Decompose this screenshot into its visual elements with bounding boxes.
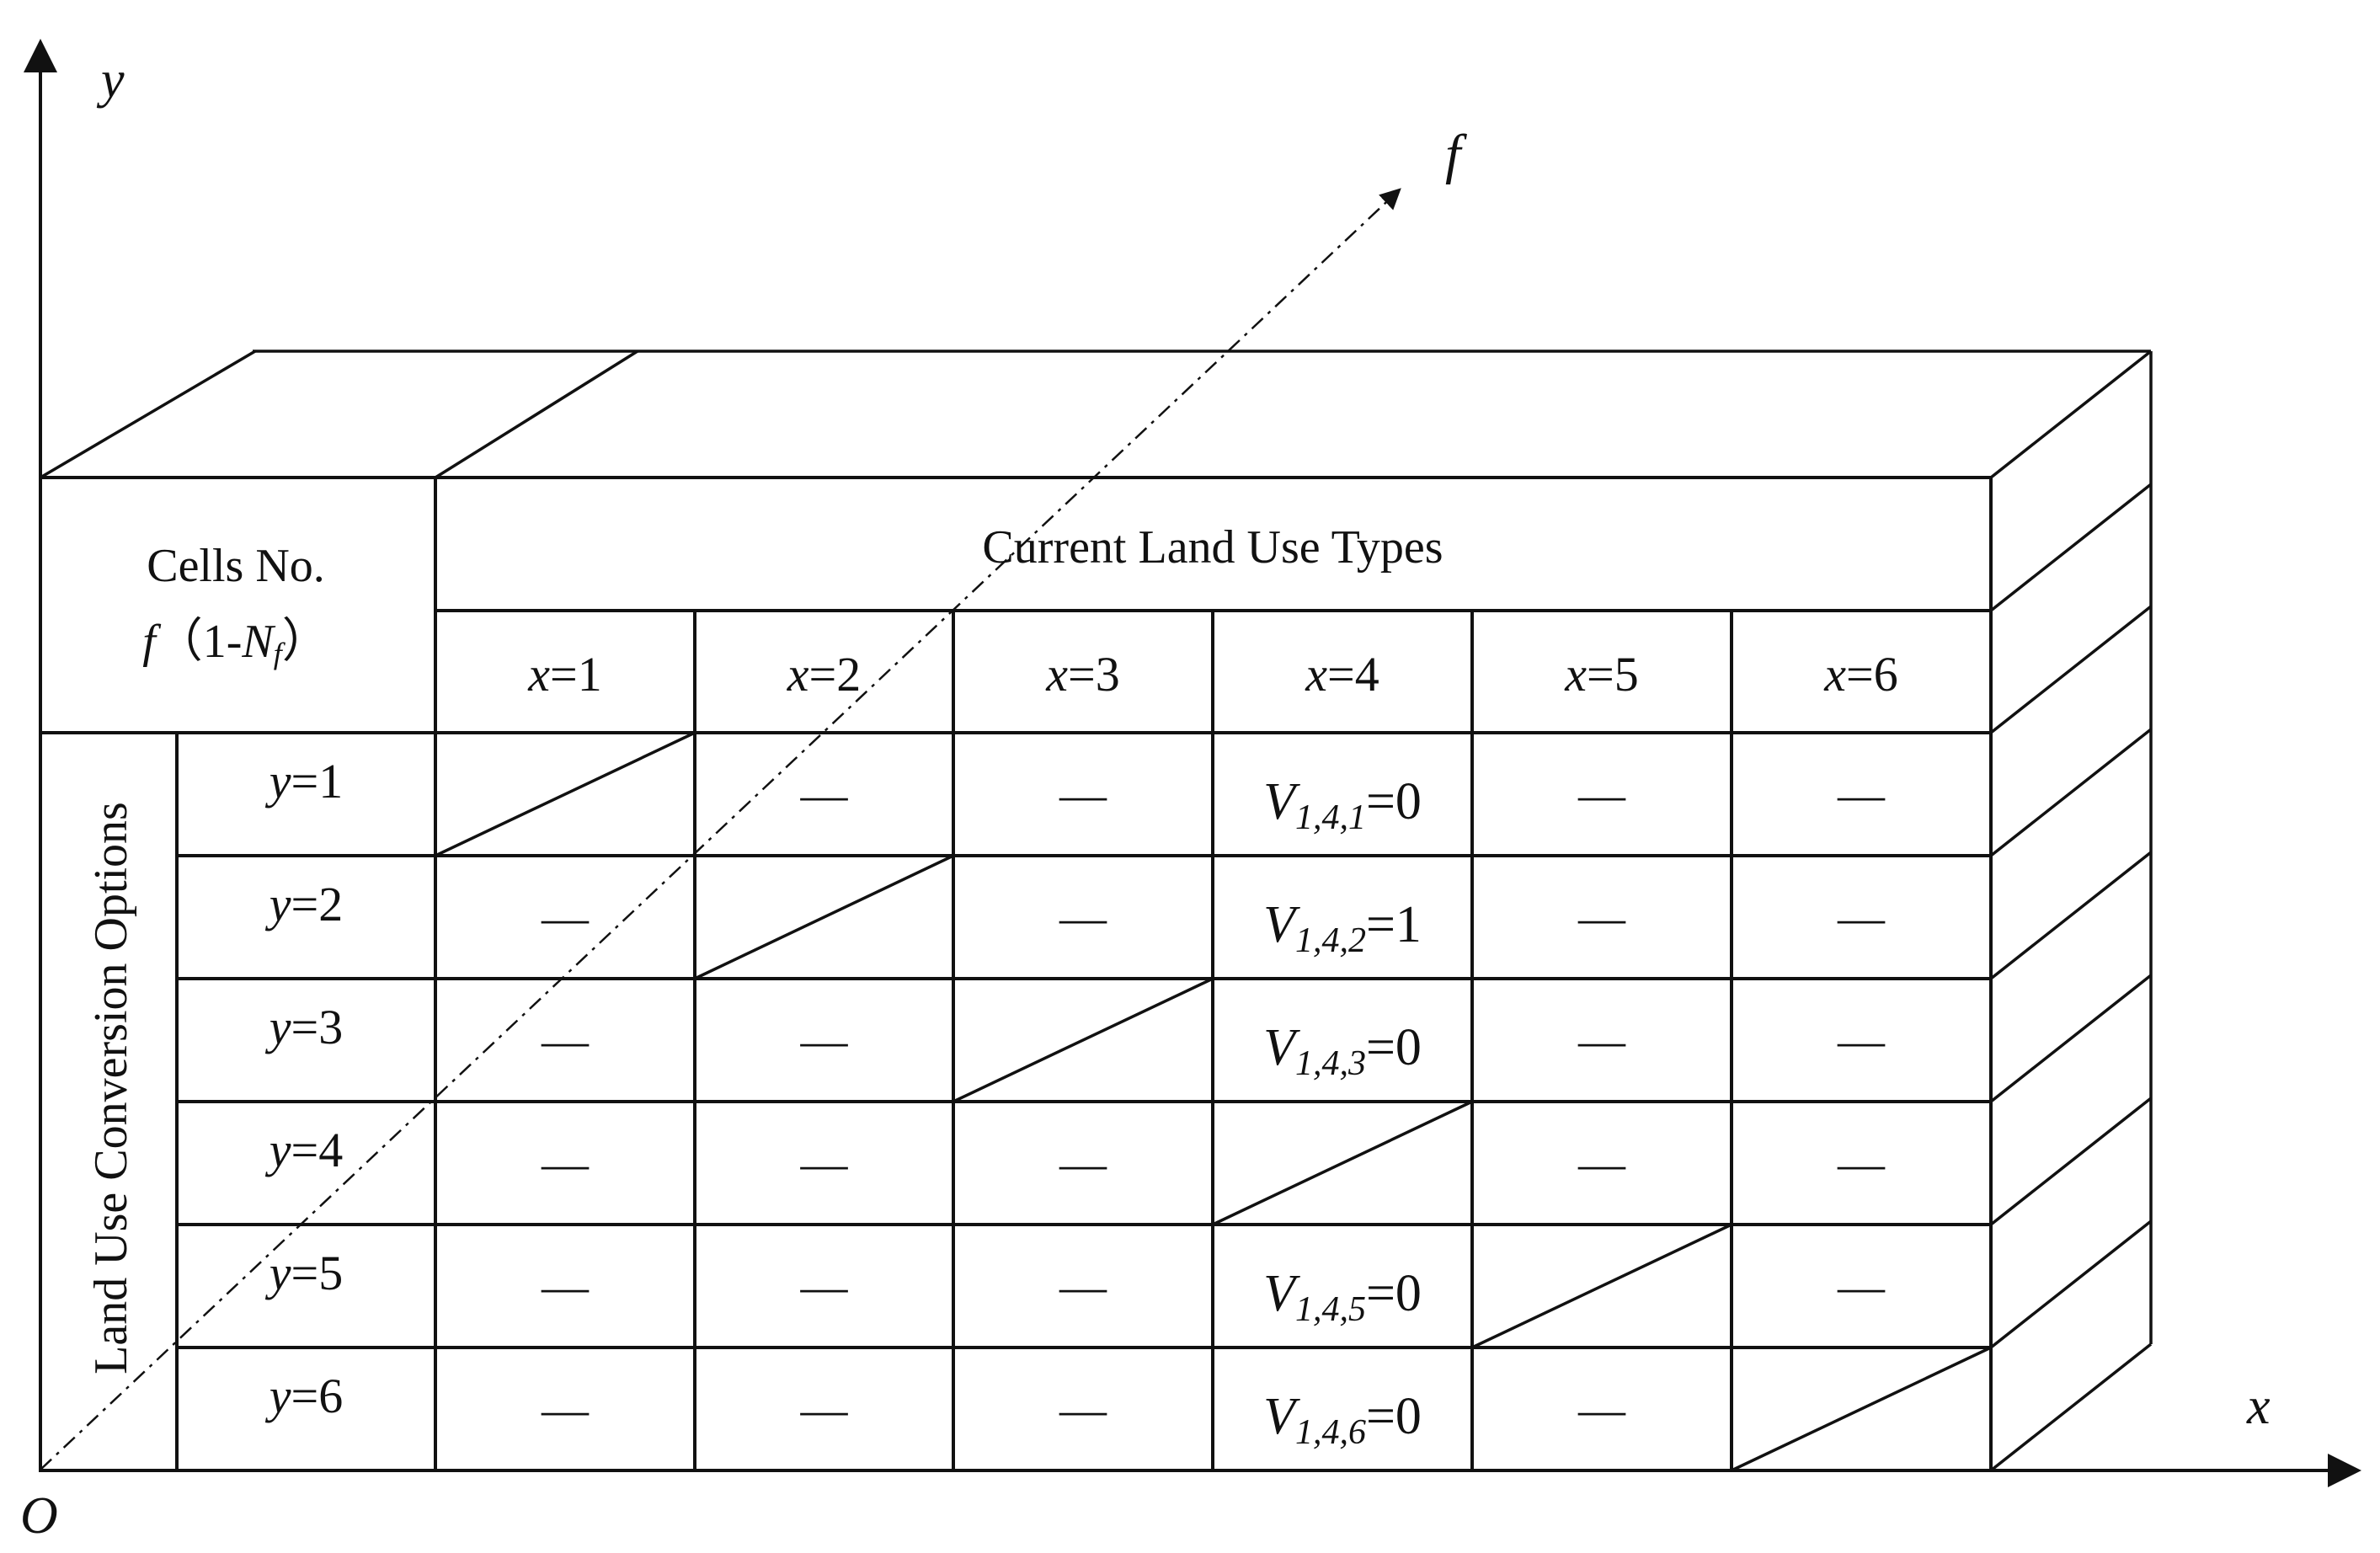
not-applicable-dash: — <box>541 1138 590 1190</box>
depth-line-side <box>1989 483 2153 612</box>
conversion-value: V1,4,5=0 <box>1263 1265 1422 1329</box>
row-header: y=5 <box>265 1246 343 1300</box>
depth-line-side <box>1989 605 2153 734</box>
f-axis-label: f <box>1445 124 1467 185</box>
not-applicable-dash: — <box>1837 1138 1886 1190</box>
conversion-value: V1,4,2=1 <box>1263 896 1422 960</box>
depth-line-side <box>1989 728 2153 857</box>
conversion-value: V1,4,3=0 <box>1263 1019 1422 1083</box>
diagonal-no-change-mark <box>1731 1346 1992 1472</box>
side-label-conversion-options: Land Use Conversion Options <box>85 802 137 1374</box>
y-axis-label: y <box>96 51 125 109</box>
table-grid <box>39 476 1993 1472</box>
depth-line-top-left <box>40 350 256 479</box>
x-axis-label: x <box>2246 1378 2271 1435</box>
not-applicable-dash: — <box>541 1261 590 1313</box>
not-applicable-dash: — <box>1059 769 1107 821</box>
not-applicable-dash: — <box>1577 1384 1626 1436</box>
not-applicable-dash: — <box>1837 1261 1886 1313</box>
column-header: x=5 <box>1564 647 1638 702</box>
depth-line-side <box>1989 1219 2153 1349</box>
depth-line-side <box>1989 1342 2153 1472</box>
not-applicable-dash: — <box>1837 769 1886 821</box>
corner-header-f-range: f（1-Nf） <box>142 616 329 670</box>
column-header: x=4 <box>1305 647 1379 702</box>
f-axis-line <box>40 188 1401 1470</box>
depth-line-top-corner <box>435 350 638 479</box>
depth-line-side <box>1989 1097 2153 1226</box>
not-applicable-dash: — <box>800 1015 849 1067</box>
not-applicable-dash: — <box>541 1384 590 1436</box>
not-applicable-dash: — <box>1577 1015 1626 1067</box>
not-applicable-dash: — <box>1059 1384 1107 1436</box>
conversion-value: V1,4,1=0 <box>1263 773 1422 837</box>
not-applicable-dash: — <box>1837 892 1886 944</box>
not-applicable-dash: — <box>800 1384 849 1436</box>
diagonal-no-change-mark <box>1212 1100 1473 1226</box>
not-applicable-dash: — <box>1577 1138 1626 1190</box>
diagonal-no-change-mark <box>435 731 696 857</box>
conversion-value: V1,4,6=0 <box>1263 1388 1422 1452</box>
not-applicable-dash: — <box>1059 1138 1107 1190</box>
not-applicable-dash: — <box>541 1015 590 1067</box>
row-headers: y=1 y=2 y=3 y=4 y=5 y=6 <box>265 754 343 1423</box>
column-header: x=2 <box>787 647 861 702</box>
table-cells: — — V1,4,1=0 — — — — V1,4,2=1 — — — — V1,4,3=0 — — — — — —… <box>435 731 1992 1472</box>
not-applicable-dash: — <box>1059 892 1107 944</box>
depth-line-side <box>1989 851 2153 980</box>
diagonal-no-change-mark <box>694 854 954 980</box>
row-header: y=1 <box>265 754 343 809</box>
row-header: y=4 <box>265 1123 343 1177</box>
column-header: x=3 <box>1045 647 1119 702</box>
row-header: y=2 <box>265 877 343 931</box>
column-header: x=6 <box>1823 647 1897 702</box>
origin-label: O <box>20 1487 58 1545</box>
diagonal-no-change-mark <box>1471 1223 1732 1349</box>
header-current-land-use-types: Current Land Use Types <box>982 521 1443 574</box>
not-applicable-dash: — <box>1577 769 1626 821</box>
depth-line-side <box>1989 350 2153 479</box>
corner-header-cells-no: Cells No. <box>147 540 325 592</box>
not-applicable-dash: — <box>800 769 849 821</box>
depth-line-side <box>1989 974 2153 1103</box>
column-headers: x=1 x=2 x=3 x=4 x=5 x=6 <box>527 647 1897 702</box>
not-applicable-dash: — <box>1837 1015 1886 1067</box>
not-applicable-dash: — <box>800 1138 849 1190</box>
not-applicable-dash: — <box>1577 892 1626 944</box>
row-header: y=6 <box>265 1369 343 1423</box>
table-3d-depth <box>40 350 2153 1472</box>
not-applicable-dash: — <box>1059 1261 1107 1313</box>
not-applicable-dash: — <box>541 892 590 944</box>
diagonal-no-change-mark <box>953 977 1214 1103</box>
row-header: y=3 <box>265 1000 343 1054</box>
not-applicable-dash: — <box>800 1261 849 1313</box>
column-header: x=1 <box>527 647 601 702</box>
